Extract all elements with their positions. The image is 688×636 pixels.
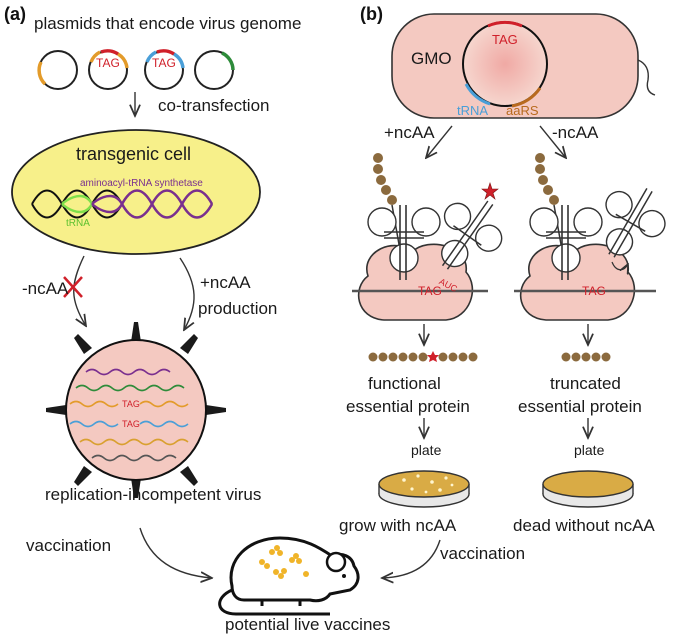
functional-protein-chain <box>368 351 478 362</box>
arrow-vaccination-right <box>382 539 441 578</box>
grow-label: grow with ncAA <box>339 516 457 535</box>
peptide-chain-right <box>535 153 559 205</box>
plus-ncaa-label-b: +ncAA <box>384 123 435 142</box>
virus-label: replication-incompetent virus <box>45 485 261 504</box>
potential-live-vaccines-label: potential live vaccines <box>225 615 390 634</box>
truncated-protein-chain <box>561 352 611 362</box>
petri-dish-empty <box>542 470 634 508</box>
minus-ncaa-label-b: -ncAA <box>552 123 599 142</box>
ncaa-star-icon <box>481 182 499 200</box>
arrow-vaccination-left <box>139 527 212 578</box>
virus-particle: TAG TAG <box>46 322 226 498</box>
mouse-icon <box>218 536 360 616</box>
ribosome-tag-label: TAG <box>418 284 442 298</box>
plasmid-3: TAG <box>144 49 185 90</box>
transgenic-cell-label: transgenic cell <box>76 144 191 164</box>
plasmid-1 <box>37 50 78 90</box>
plasmid-2: TAG <box>88 49 129 90</box>
dead-label: dead without ncAA <box>513 516 655 535</box>
panel-b-label: (b) <box>360 4 383 24</box>
truncated-label: truncated <box>550 374 621 393</box>
truncated-label-2: essential protein <box>518 397 642 416</box>
plate-label-left: plate <box>411 442 442 458</box>
gmo-aars-label: aaRS <box>506 103 539 118</box>
cross-icon <box>63 276 83 298</box>
virus-tag-label: TAG <box>122 399 140 409</box>
petri-dish-growth <box>378 470 470 508</box>
plasmid-tag-label: TAG <box>96 56 120 70</box>
ribosome-right: TAG <box>514 153 666 321</box>
peptide-chain-left <box>373 153 397 205</box>
plasmid-4 <box>194 50 235 90</box>
arrow-plus-ncaa-b <box>426 125 453 158</box>
arrow-plus-ncaa <box>179 257 195 330</box>
synthetase-label: aminoacyl-tRNA synthetase <box>80 178 203 189</box>
panel-a-label: (a) <box>4 4 26 24</box>
arrow-minus-ncaa-b <box>539 125 566 158</box>
transgenic-cell: transgenic cell aminoacyl-tRNA synthetas… <box>11 129 261 255</box>
vaccination-label-right: vaccination <box>440 544 525 563</box>
trna-label: tRNA <box>66 218 90 229</box>
plus-ncaa-label: +ncAA <box>200 273 251 292</box>
vaccination-label-left: vaccination <box>26 536 111 555</box>
gmo-tag-label: TAG <box>492 32 518 47</box>
ribosome-tag-label: TAG <box>582 284 606 298</box>
cotransfection-label: co-transfection <box>158 96 270 115</box>
plate-label-right: plate <box>574 442 605 458</box>
plasmid-tag-label: TAG <box>152 56 176 70</box>
virus-tag-label: TAG <box>122 419 140 429</box>
functional-label-2: essential protein <box>346 397 470 416</box>
plasmids-title: plasmids that encode virus genome <box>34 14 301 33</box>
arrow-minus-ncaa <box>73 255 86 326</box>
gmo-label: GMO <box>411 49 452 68</box>
production-label: production <box>198 299 277 318</box>
vaccine-particles-icon <box>259 545 309 579</box>
gmo-trna-label: tRNA <box>457 103 488 118</box>
minus-ncaa-label: -ncAA <box>22 279 69 298</box>
gmo-cell: GMO TAG tRNA aaRS <box>391 13 656 119</box>
functional-label: functional <box>368 374 441 393</box>
ribosome-left: TAG AUC <box>352 153 503 321</box>
